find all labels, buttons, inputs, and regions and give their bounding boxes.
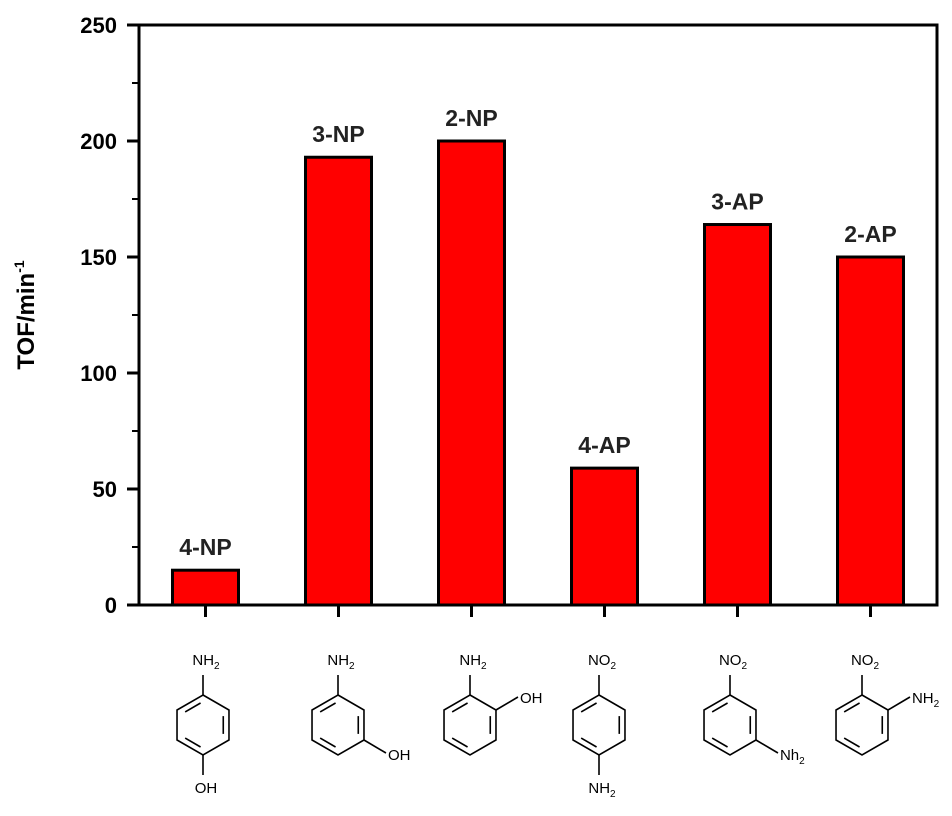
plot-frame [137, 23, 939, 607]
substituent-label: OH [195, 780, 218, 797]
bar-label: 3-AP [711, 189, 763, 215]
bar [703, 223, 772, 607]
y-ticks: 0 50 100 150 200 250 [80, 13, 872, 618]
bar-label: 2-NP [445, 105, 497, 131]
y-axis-label: TOF/min-1 [11, 260, 40, 370]
substituent-label: NH2 [459, 652, 487, 672]
bar-label: 3-NP [312, 121, 364, 147]
y-tick-label: 100 [80, 361, 117, 386]
bar [836, 255, 905, 607]
bars [171, 139, 905, 607]
substituent-label: NH2 [327, 652, 355, 672]
bar-label: 4-AP [578, 432, 630, 458]
y-tick-label: 250 [80, 13, 117, 38]
y-tick-label: 50 [93, 477, 117, 502]
y-tick-label: 0 [105, 593, 117, 618]
substituent-label: NH2 [912, 690, 940, 710]
substituent-label: NO2 [588, 652, 617, 672]
bar [304, 155, 373, 607]
substituent-label: NH2 [192, 652, 220, 672]
substituent-label: OH [388, 747, 411, 764]
y-tick-label: 150 [80, 245, 117, 270]
y-axis-label-sup: -1 [11, 260, 27, 273]
bar-label: 4-NP [179, 534, 231, 560]
y-tick-label: 200 [80, 129, 117, 154]
substituent-label: NH2 [588, 780, 616, 800]
substituent-label: NO2 [851, 652, 880, 672]
bar [570, 466, 639, 607]
bar-labels: 4-NP 3-NP 2-NP 4-AP 3-AP 2-AP [179, 105, 896, 560]
axes [137, 23, 939, 607]
substituent-label: Nh2 [780, 747, 805, 767]
substituent-label: OH [520, 690, 543, 707]
y-axis-label-main: TOF/min [13, 273, 40, 370]
bar-label: 2-AP [844, 221, 896, 247]
bar [437, 139, 506, 607]
bar [171, 568, 240, 607]
substituent-label: NO2 [719, 652, 748, 672]
